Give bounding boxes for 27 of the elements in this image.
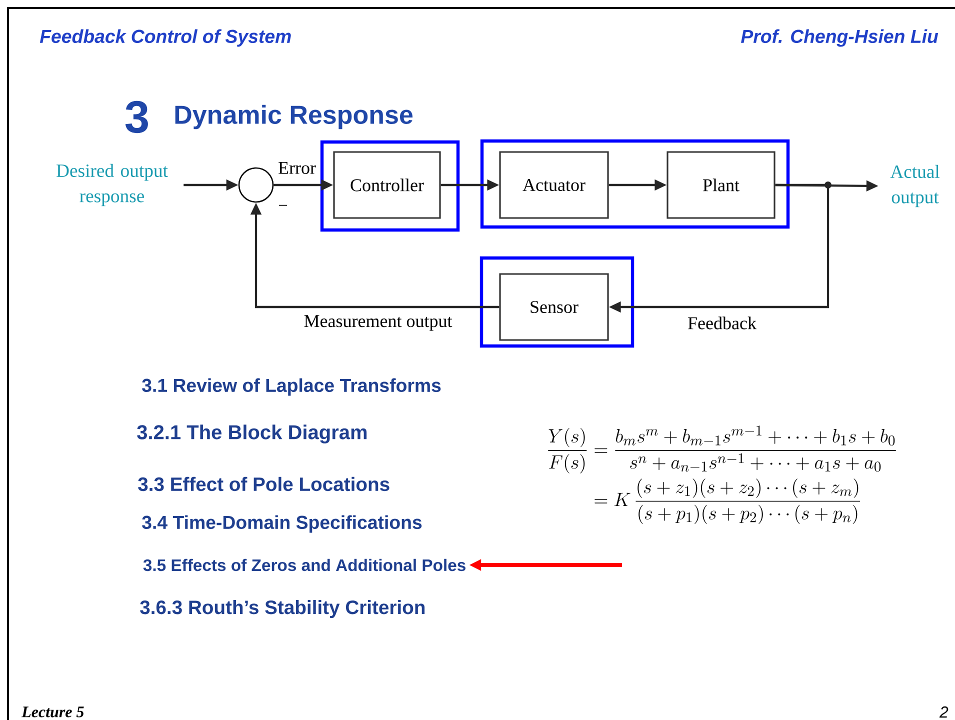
author-text: Prof. Cheng-Hsien Liu <box>741 29 938 47</box>
list-item: 3.1 Review of Laplace Transforms <box>142 378 441 396</box>
list-item: 3.4 Time-Domain Specifications <box>142 515 422 533</box>
list-item: 3.5 Effects of Zeros and Additional Poles <box>143 558 466 572</box>
list-item: 3.3 Effect of Pole Locations <box>138 476 390 492</box>
footer-text: Lecture 5 <box>21 706 84 718</box>
output-label: Actual output <box>890 164 940 208</box>
edge-label: Measurement output <box>302 314 454 332</box>
block: Controller <box>333 151 441 219</box>
section-title: Dynamic Response <box>175 104 413 130</box>
highlight-frame <box>480 139 790 229</box>
highlight-frame <box>320 140 460 232</box>
minus-sign: − <box>278 204 288 206</box>
edge-label: Error <box>276 160 318 176</box>
block: Sensor <box>499 273 609 341</box>
edge-label: Feedback <box>686 315 758 331</box>
input-label: Desired output response <box>56 164 168 206</box>
list-item: 3.2.1 The Block Diagram <box>137 424 367 444</box>
header-text: Feedback Control of System <box>40 29 291 47</box>
highlight-frame <box>480 256 634 348</box>
section-number: 3 <box>125 100 148 134</box>
block: Plant <box>666 151 776 219</box>
page-number: 2 <box>939 706 948 718</box>
list-item: 3.6.3 Routh’s Stability Criterion <box>140 600 425 618</box>
block: Actuator <box>499 151 609 219</box>
summing-junction <box>238 167 274 203</box>
formula: $\begin{aligned}\frac{Y(s)}{F(s)} &= \frac{b_m s^m + b_{m-1}s^{m-1} + \cdots + b_1 s + b_0}{s^n + a_{n-1}s^{n-1} + \cdots + a_1 s + a_0}\\ &= K\,\frac{(s+z_1)(s+z_2)\cdots(s+z_m)}{(s+p_1)(s+p_2)\cdots(s+p_n)}\end{aligned}$ <box>548 426 896 524</box>
